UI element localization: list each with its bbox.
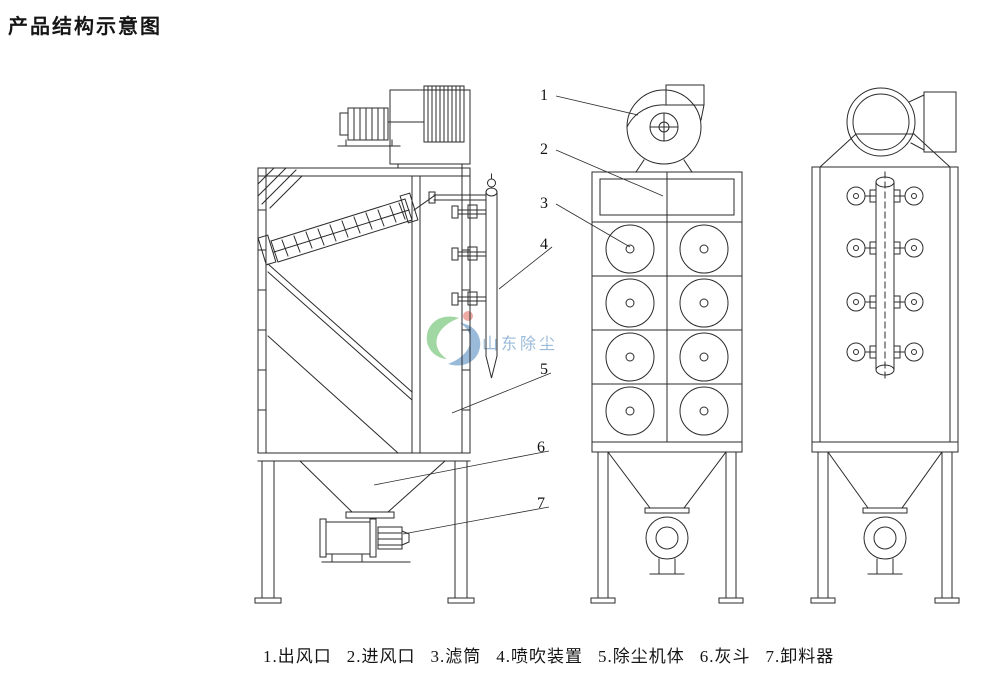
page-title: 产品结构示意图	[8, 16, 162, 38]
leader-line-4	[498, 246, 553, 290]
side-fan-assembly	[337, 85, 471, 169]
callout-leader-lines	[373, 95, 664, 535]
front-body	[591, 221, 743, 453]
leader-line-1	[555, 95, 639, 116]
legend: 1.出风口 2.进风口 3.滤筒 4.喷吹装置 5.除尘机体 6.灰斗 7.卸料…	[263, 642, 834, 667]
front-legs-hopper	[590, 451, 744, 604]
side-filter-cartridge	[257, 192, 435, 266]
callout-1: 1	[540, 87, 548, 104]
leader-line-5	[451, 372, 552, 414]
front-view	[590, 84, 744, 604]
callout-3: 3	[540, 195, 548, 212]
legend-item-4: 4.喷吹装置	[496, 647, 583, 666]
leader-line-6	[373, 450, 550, 486]
legend-item-6: 6.灰斗	[699, 647, 751, 666]
side-rotary-valve	[319, 518, 411, 563]
callout-2: 2	[540, 141, 548, 158]
leader-line-7	[402, 506, 550, 535]
side-view	[254, 85, 498, 604]
leader-line-3	[555, 203, 631, 248]
watermark-logo: 山东除尘	[426, 311, 558, 366]
legend-item-7: 7.卸料器	[765, 647, 835, 666]
side-blow-pipe	[428, 173, 498, 379]
callout-4: 4	[540, 236, 548, 253]
watermark-swoosh-blue	[448, 323, 481, 366]
back-legs-hopper	[810, 451, 960, 604]
back-manifold	[846, 171, 924, 381]
legend-item-2: 2.进风口	[346, 647, 416, 666]
front-plenum	[591, 171, 743, 223]
callout-6: 6	[537, 439, 545, 456]
legend-item-3: 3.滤筒	[430, 647, 482, 666]
callout-7: 7	[537, 495, 545, 512]
back-inlet-duct	[819, 87, 957, 168]
side-legs-hopper	[254, 460, 475, 604]
callout-5: 5	[540, 361, 548, 378]
back-body	[811, 166, 959, 453]
watermark-text: 山东除尘	[482, 335, 558, 353]
leader-line-2	[555, 149, 664, 197]
back-view	[810, 87, 960, 604]
watermark-dot	[463, 311, 473, 321]
legend-item-1: 1.出风口	[263, 647, 332, 666]
front-fan	[626, 84, 705, 173]
side-body	[257, 167, 471, 454]
watermark-swoosh-green	[426, 316, 459, 359]
legend-item-5: 5.除尘机体	[598, 647, 685, 666]
